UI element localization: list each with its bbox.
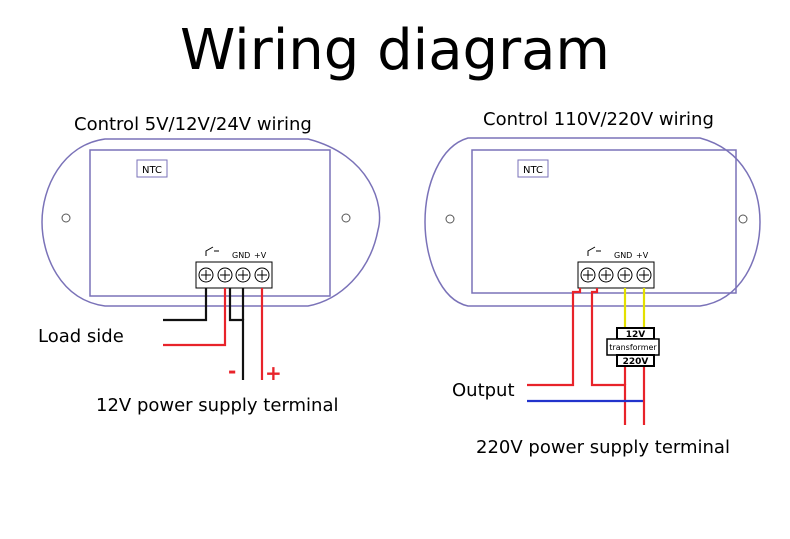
- output-label: Output: [452, 380, 515, 401]
- right-output-wire: [527, 288, 582, 387]
- right-ntc-label: NTC: [523, 165, 543, 176]
- right-vplus-label: +V: [636, 251, 649, 260]
- left-device: NTC GND +V - +: [41, 138, 381, 385]
- left-load-wire-black: [163, 288, 208, 322]
- left-plus-sign: +: [265, 361, 282, 385]
- left-caption: Control 5V/12V/24V wiring: [74, 114, 312, 135]
- left-supply-label: 12V power supply terminal: [96, 395, 339, 416]
- transformer-label: transformer: [609, 343, 657, 352]
- transformer: 12V transformer 220V: [606, 327, 660, 367]
- right-supply-label: 220V power supply terminal: [476, 437, 730, 458]
- page-title: Wiring diagram: [180, 18, 610, 83]
- left-vplus-label: +V: [254, 251, 267, 260]
- right-relay-wire: [590, 288, 627, 425]
- right-gnd-label: GND: [614, 251, 632, 260]
- load-side-label: Load side: [38, 326, 124, 347]
- left-ntc-label: NTC: [142, 165, 162, 176]
- transformer-220v-label: 220V: [623, 357, 649, 367]
- left-terminal-screws: [198, 267, 270, 283]
- right-caption: Control 110V/220V wiring: [483, 109, 714, 130]
- left-gnd-label: GND: [232, 251, 250, 260]
- transformer-12v-label: 12V: [626, 330, 646, 340]
- left-load-wire-red: [163, 288, 227, 347]
- left-minus-sign: -: [228, 359, 236, 383]
- left-gnd-wire: [228, 288, 245, 380]
- right-device: NTC GND +V 12V transformer 220V: [424, 137, 761, 425]
- right-terminal-screws: [580, 267, 652, 283]
